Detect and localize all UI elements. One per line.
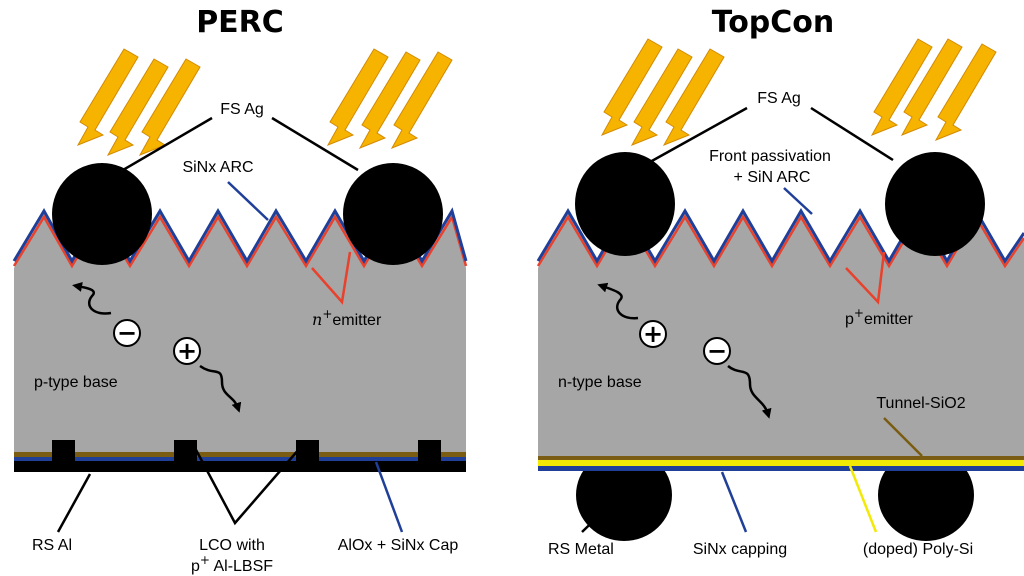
perc-lco-leader [193, 447, 301, 526]
topcon-tunnel-label: Tunnel-SiO2 [876, 395, 965, 412]
topcon-rs-label: RS Metal [548, 541, 614, 558]
perc-fs-ag-leader [271, 116, 359, 172]
topcon-sun-rays-right [870, 38, 997, 141]
topcon-tunnel-leader [883, 417, 923, 457]
perc-title: PERC [196, 5, 284, 40]
electron-minus-icon [703, 337, 731, 365]
perc-silicon-base [14, 213, 466, 458]
topcon-front-contact-left [575, 152, 675, 256]
topcon-fs-ag-leader [649, 106, 748, 164]
perc-sun-rays-left [76, 48, 201, 156]
topcon-electron-symbol: − [707, 337, 727, 365]
topcon-emitter-leader [845, 251, 886, 305]
topcon-silicon-base [538, 213, 1024, 460]
perc-rear-passivation [14, 452, 466, 457]
perc-lco-label-line1: LCO with [199, 537, 265, 554]
topcon-fs-ag-label: FS Ag [757, 90, 801, 107]
carrier-path-arrow-icon [597, 282, 639, 320]
perc-lco-contact [296, 440, 319, 466]
topcon-title: TopCon [712, 5, 835, 40]
topcon-front-contact-right [885, 152, 985, 256]
topcon-base-label: n-type base [558, 374, 642, 391]
carrier-path-arrow-icon [199, 364, 242, 413]
sun-ray-arrow-icon [390, 51, 453, 149]
sun-ray-arrow-icon [900, 38, 963, 136]
perc-electron-symbol: − [117, 319, 137, 347]
carrier-path-arrow-icon [72, 281, 112, 315]
sun-ray-arrow-icon [358, 51, 421, 149]
perc-hole-symbol: + [177, 337, 197, 365]
topcon-rear-contact-right [878, 449, 974, 541]
perc-arc-leader [227, 181, 269, 221]
topcon-tunnel-oxide [538, 456, 1024, 460]
topcon-hole-symbol: + [643, 320, 663, 348]
perc-emitter-label: n+emitter [312, 307, 382, 329]
sun-ray-arrow-icon [326, 48, 389, 146]
topcon-sinx-capping [538, 466, 1024, 471]
topcon-poly-si [538, 460, 1024, 466]
topcon-poly-label: (doped) Poly-Si [863, 541, 973, 558]
topcon-fs-ag-leader [810, 106, 894, 162]
perc-emitter-leader [311, 251, 352, 305]
topcon-capping-leader [720, 471, 748, 533]
topcon-emitter-label: p+emitter [845, 306, 914, 328]
sun-ray-arrow-icon [600, 38, 663, 136]
perc-panel: PERC FS Ag SiNx ARC [12, 5, 468, 575]
topcon-passivation-label-line2: + SiN ARC [734, 169, 811, 186]
perc-cap-leader [374, 461, 404, 533]
perc-front-contact-left [52, 163, 152, 265]
sun-ray-arrow-icon [934, 43, 997, 141]
carrier-path-arrow-icon [727, 364, 772, 419]
topcon-panel: TopCon FS Ag Front passivation + SiN ARC [536, 5, 1024, 558]
sun-ray-arrow-icon [630, 48, 693, 146]
electron-minus-icon [113, 319, 141, 347]
perc-rs-label: RS Al [32, 537, 72, 554]
hole-plus-icon [173, 337, 201, 365]
topcon-arc-leader [783, 187, 813, 215]
sun-ray-arrow-icon [870, 38, 933, 136]
sun-ray-arrow-icon [662, 48, 725, 146]
perc-fs-ag-leader [122, 116, 213, 172]
topcon-rear-contact-left [576, 449, 672, 541]
hole-plus-icon [639, 320, 667, 348]
perc-front-contact-right [343, 163, 443, 265]
perc-rear-cap [14, 457, 466, 461]
topcon-sun-rays-left [600, 38, 725, 146]
perc-sun-rays-right [326, 48, 453, 149]
perc-base-label: p-type base [34, 374, 118, 391]
perc-sinx-arc-label: SiNx ARC [182, 159, 253, 176]
perc-lco-contact [52, 440, 75, 466]
sun-ray-arrow-icon [76, 48, 139, 146]
sun-ray-arrow-icon [106, 58, 169, 156]
topcon-capping-label: SiNx capping [693, 541, 787, 558]
sun-ray-arrow-icon [138, 58, 201, 156]
topcon-passivation-label-line1: Front passivation [709, 148, 831, 165]
perc-lco-label-line2: p+ Al-LBSF [191, 553, 273, 575]
perc-lco-contact [174, 440, 197, 466]
perc-fs-ag-label: FS Ag [220, 101, 264, 118]
perc-cap-label: AlOx + SiNx Cap [338, 537, 459, 554]
perc-rs-leader [56, 473, 92, 533]
perc-rear-metal [14, 461, 466, 472]
perc-lco-contact [418, 440, 441, 466]
topcon-rs-leader [581, 504, 611, 533]
topcon-poly-leader [848, 465, 878, 533]
